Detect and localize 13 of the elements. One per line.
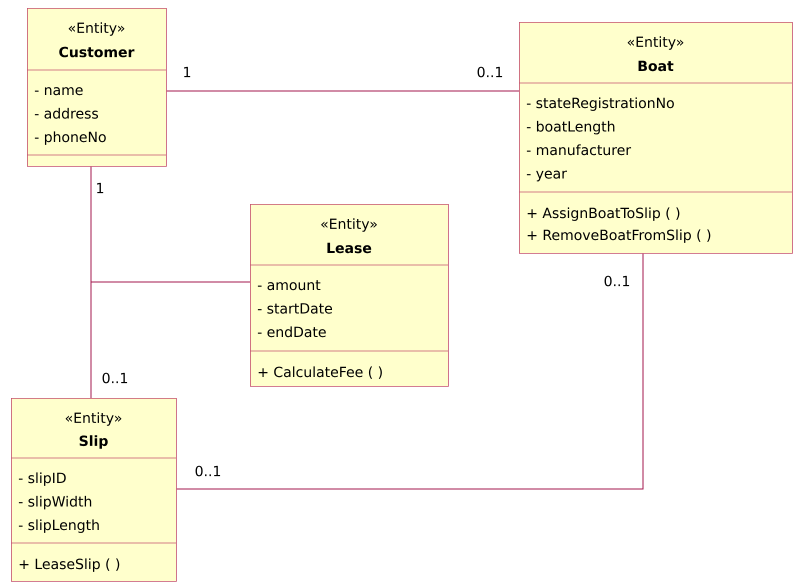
- class-box: «Entity» Customer - name - address - phoneNo: [26, 8, 167, 167]
- multiplicity-label: 0..1: [604, 276, 630, 286]
- multiplicity-label: 1: [184, 66, 190, 78]
- multiplicity-label: 0..1: [478, 66, 502, 78]
- multiplicity-label: 1: [97, 182, 104, 194]
- association-line: [166, 90, 520, 92]
- association-line: [90, 166, 92, 398]
- class-box: «Entity» Boat - stateRegistrationNo - boatLength - manufacturer - year + AssignBoatToSlip ( ) + RemoveBoatFromSlip ( ): [518, 22, 793, 254]
- class-box: «Entity» Lease - amount - startDate - endDate + CalculateFee ( ): [250, 204, 449, 387]
- multiplicity-label: 0..1: [102, 372, 128, 384]
- multiplicity-label: 0..1: [196, 466, 220, 476]
- association-line: [176, 253, 644, 490]
- class-box: «Entity» Slip - slipID - slipWidth - slipLength + LeaseSlip ( ): [10, 398, 177, 582]
